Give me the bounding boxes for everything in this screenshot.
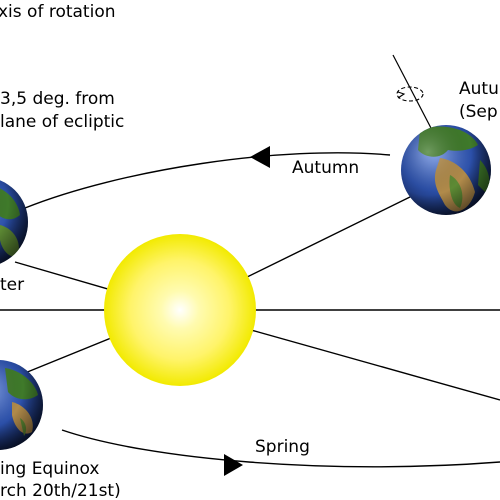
orbit-upper-line — [24, 152, 391, 209]
spring-label: Spring — [255, 437, 310, 457]
earth-spring-icon — [0, 360, 43, 450]
orbit-lower-line — [61, 429, 500, 468]
axis-of-rotation-label: xis of rotation — [0, 2, 116, 22]
earth-winter-icon — [0, 180, 28, 264]
rotation-ellipse-icon — [396, 86, 424, 102]
winter-label: ter — [0, 275, 25, 295]
autumn-arrow-icon — [250, 146, 270, 168]
autumn-equinox-label-line2: (Sep — [459, 102, 498, 122]
earth-autumn-icon — [401, 125, 491, 215]
sun-icon — [104, 234, 256, 386]
autumn-equinox-label-line1: Autu — [459, 79, 499, 99]
tilt-label-line1: 3,5 deg. from — [0, 89, 115, 109]
tilt-label-line2: lane of ecliptic — [0, 112, 125, 132]
autumn-label: Autumn — [292, 158, 360, 178]
axis-of-rotation-line — [392, 54, 433, 131]
spring-equinox-label-line2: rch 20th/21st) — [0, 481, 121, 500]
spring-arrow-icon — [224, 454, 243, 476]
spring-equinox-label-line1: ing Equinox — [0, 459, 100, 479]
